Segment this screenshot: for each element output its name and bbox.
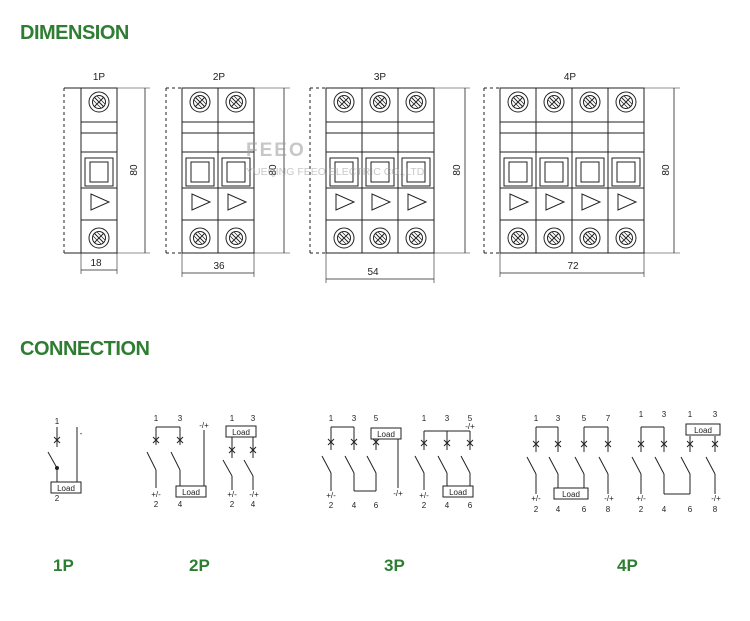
load-box-4pb: Load [694, 426, 712, 435]
conn-4pa-bottom-pol2: -/+ [604, 494, 614, 503]
conn-3pb-top-pol: -/+ [465, 422, 475, 431]
conn-3pb-bottom-4: 4 [445, 501, 450, 510]
conn-3pa-top-3: 3 [352, 414, 357, 423]
conn-3pb-top-1: 1 [422, 414, 427, 423]
conn-3pa-bottom-pol1: +/- [326, 491, 336, 500]
breaker-2p-width: 36 [213, 261, 225, 272]
breaker-1p-label: 1P [93, 72, 106, 83]
conn-4pa-bottom-6: 6 [582, 505, 587, 514]
diagram-3p-b [414, 430, 474, 498]
conn-4pb-bottom-8: 8 [713, 505, 718, 514]
conn-3pa-bottom-2: 2 [329, 501, 334, 510]
conn-3pb-top-3: 3 [445, 414, 450, 423]
conn-3pa-bottom-6: 6 [374, 501, 379, 510]
conn-2pa-top-pol: -/+ [199, 421, 209, 430]
conn-3pb-bottom-2: 2 [422, 501, 427, 510]
conn-1p-bottom-2: 2 [55, 494, 60, 503]
conn-4pa-top-5: 5 [582, 414, 587, 423]
diagram-2p-b [222, 425, 257, 490]
conn-4pb-bottom-4: 4 [662, 505, 667, 514]
load-box-3pa: Load [377, 430, 395, 439]
conn-2pb-top-3: 3 [251, 414, 256, 423]
conn-4pb-bottom-pol2: -/+ [711, 494, 721, 503]
conn-2pb-top-1: 1 [230, 414, 235, 423]
connection-heading: CONNECTION [20, 338, 150, 360]
diagram-4p-a [526, 426, 612, 500]
pole-label-1p: 1P [53, 556, 74, 575]
dimension-heading: DIMENSION [20, 22, 129, 44]
breaker-1p-height: 80 [129, 164, 140, 176]
load-box-4pa: Load [562, 490, 580, 499]
load-box-2pb: Load [232, 428, 250, 437]
conn-3pa-bottom-4: 4 [352, 501, 357, 510]
load-box-2pa: Load [182, 488, 200, 497]
conn-2pb-bottom-pol2: -/+ [249, 490, 259, 499]
diagram-4p-b [631, 423, 721, 495]
conn-4pa-top-1: 1 [534, 414, 539, 423]
conn-3pb-bottom-pol: +/- [419, 491, 429, 500]
load-box-1p: Load [57, 484, 75, 493]
conn-4pa-bottom-2: 2 [534, 505, 539, 514]
conn-4pb-top-1: 1 [639, 410, 644, 419]
conn-4pb-bottom-pol1: +/- [636, 494, 646, 503]
diagram-1p [47, 427, 82, 494]
conn-2pa-bottom-pol: +/- [151, 490, 161, 499]
breaker-3p-height: 80 [452, 164, 463, 176]
conn-4pb-bottom-2: 2 [639, 505, 644, 514]
breaker-2p [165, 87, 290, 277]
conn-4pa-top-7: 7 [606, 414, 611, 423]
conn-2pb-bottom-2: 2 [230, 500, 235, 509]
conn-3pa-bottom-pol2: -/+ [393, 489, 403, 498]
conn-4pb-top-1b: 1 [688, 410, 693, 419]
load-box-3pb: Load [449, 488, 467, 497]
diagram-3p-a [321, 426, 402, 492]
breaker-3p-label: 3P [374, 72, 387, 83]
pole-label-4p: 4P [617, 556, 638, 575]
diagram-2p-a [146, 426, 207, 498]
watermark-brand: FEEO [246, 140, 306, 161]
conn-2pa-top-3: 3 [178, 414, 183, 423]
breaker-2p-label: 2P [213, 72, 226, 83]
conn-3pb-bottom-6: 6 [468, 501, 473, 510]
pole-label-2p: 2P [189, 556, 210, 575]
conn-2pb-bottom-pol1: +/- [227, 490, 237, 499]
conn-3pb-top-5: 5 [468, 414, 473, 423]
conn-4pa-bottom-4: 4 [556, 505, 561, 514]
conn-2pb-bottom-4: 4 [251, 500, 256, 509]
breaker-4p-width: 72 [567, 261, 579, 272]
conn-4pb-top-3: 3 [662, 410, 667, 419]
pole-label-3p: 3P [384, 556, 405, 575]
breaker-4p [483, 87, 680, 277]
conn-1p-pol: - [80, 429, 83, 438]
conn-4pb-top-3b: 3 [713, 410, 718, 419]
breaker-4p-height: 80 [661, 164, 672, 176]
conn-4pb-bottom-6: 6 [688, 505, 693, 514]
conn-2pa-bottom-4: 4 [178, 500, 183, 509]
breaker-3p-width: 54 [367, 267, 379, 278]
breaker-1p-width: 18 [90, 258, 102, 269]
watermark-company: YUEQING FEEO ELECTRIC CO.,LTD [246, 166, 425, 178]
conn-4pa-top-3: 3 [556, 414, 561, 423]
conn-2pa-bottom-2: 2 [154, 500, 159, 509]
conn-4pa-bottom-8: 8 [606, 505, 611, 514]
breaker-4p-label: 4P [564, 72, 577, 83]
conn-3pa-top-5: 5 [374, 414, 379, 423]
conn-2pa-top-1: 1 [154, 414, 159, 423]
breaker-3p [309, 87, 470, 283]
conn-3pa-top-1: 1 [329, 414, 334, 423]
breaker-1p [63, 87, 150, 274]
conn-1p-top-1: 1 [55, 417, 60, 426]
breaker-2p-height: 80 [268, 164, 279, 176]
conn-4pa-bottom-pol1: +/- [531, 494, 541, 503]
